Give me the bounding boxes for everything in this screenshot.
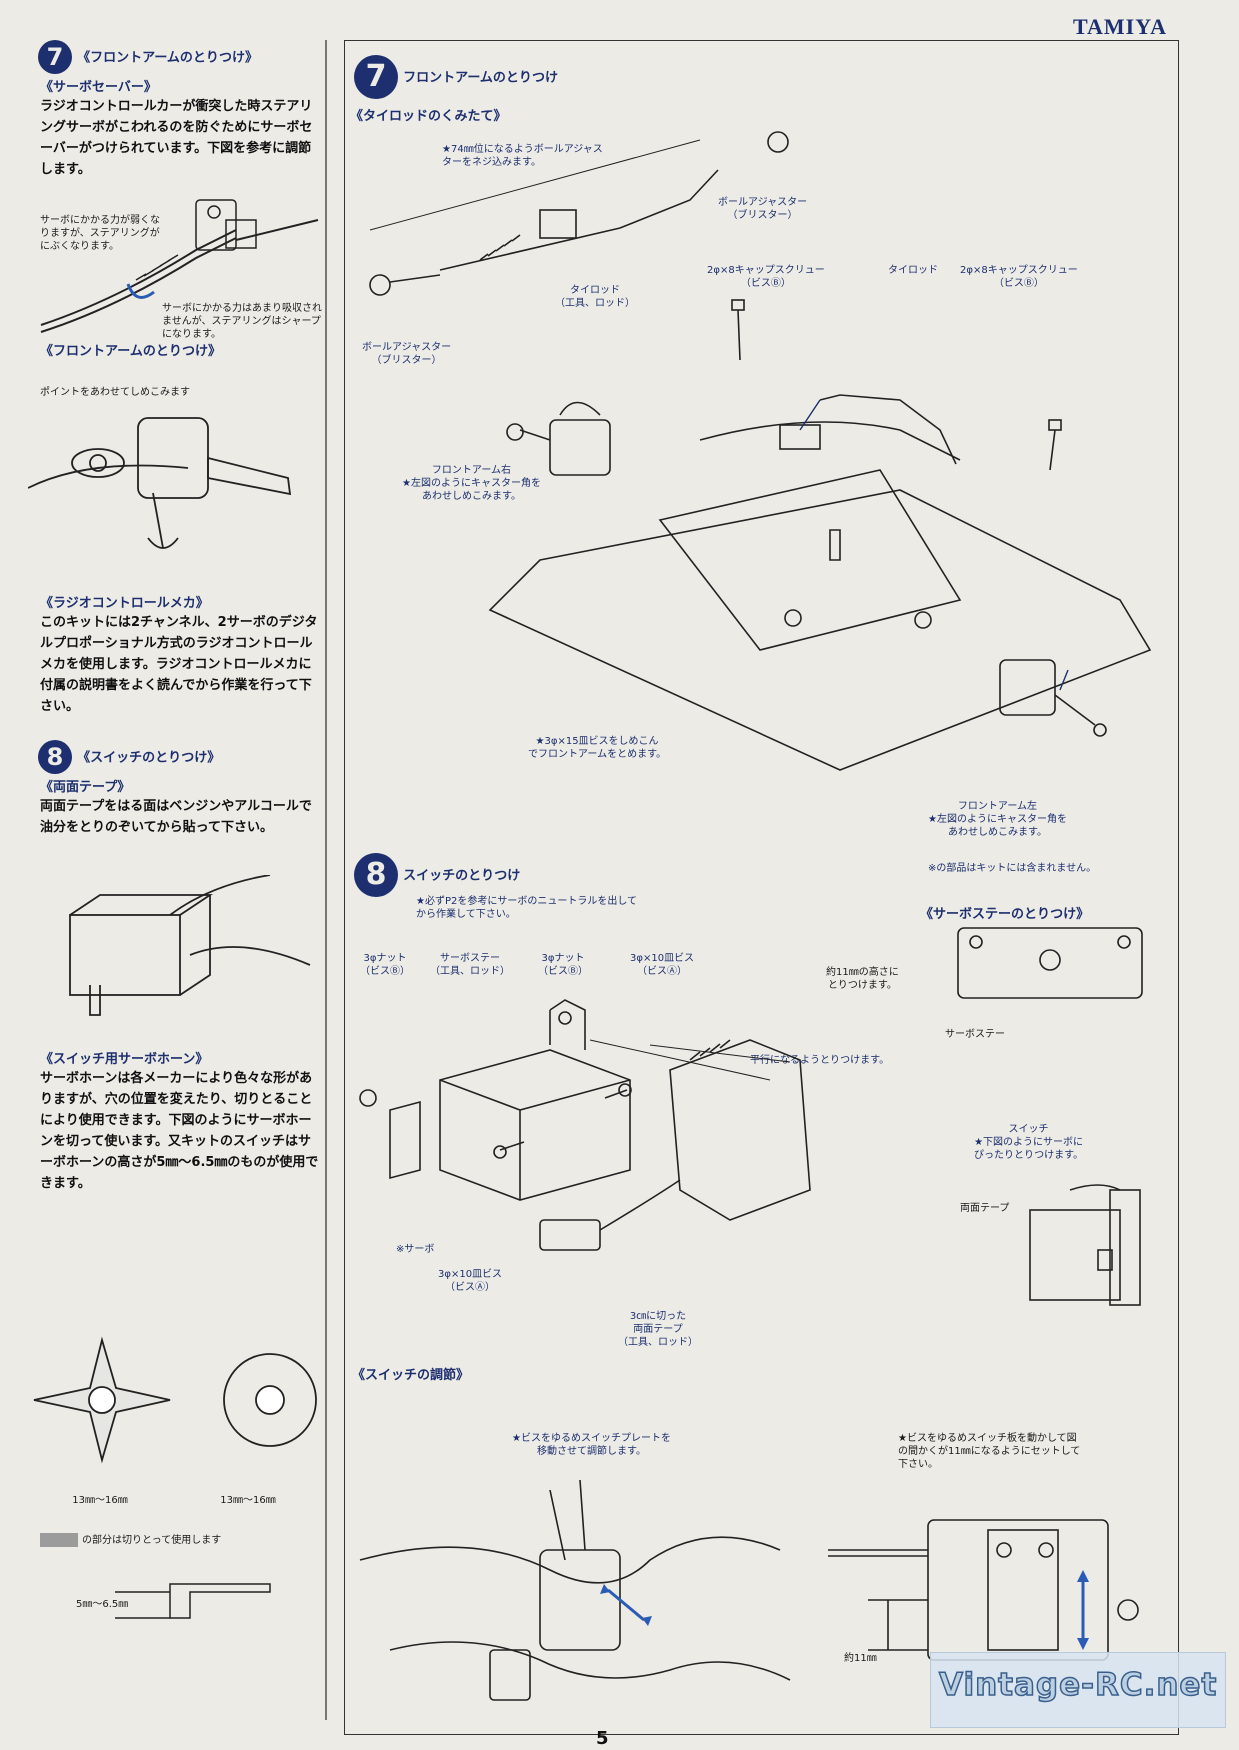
adjust-switch-illustration [828, 1470, 1148, 1670]
horn-text: サーボホーンは各メーカーにより色々な形がありますが、穴の位置を変えたり、切りとる… [40, 1071, 319, 1191]
watermark: Vintage-RC.net [930, 1652, 1226, 1728]
tape-heading: 《両面テープ》 [40, 780, 131, 795]
cut-note-text: の部分は切りとって使用します [82, 1535, 222, 1546]
servo-saver-note-strong: サーボにかかる力はあまり吸収されませんが、ステアリングはシャープになります。 [162, 303, 322, 340]
watermark-text: Vintage-RC.net [938, 1666, 1218, 1704]
step-number-badge: 7 [38, 40, 72, 74]
servo-horn-illustration [30, 1336, 320, 1464]
horn-dim-2: 13㎜～16㎜ [220, 1495, 276, 1506]
step-title: フロントアームのとりつけ [403, 70, 559, 86]
step-number-badge: 8 [354, 853, 398, 897]
servo-saver-text: ラジオコントロールカーが衝突した時ステアリングサーボがこわれるのを防ぐためにサー… [40, 99, 313, 177]
servo-stay-illustration [950, 922, 1150, 1004]
step7-right-header: 7 フロントアームのとりつけ [354, 55, 558, 99]
step-title: 《フロントアームのとりつけ》 [77, 50, 259, 66]
servo-saver-heading: 《サーボセーバー》 [40, 80, 157, 95]
radio-text: このキットには2チャンネル、2サーボのデジタルプロポーショナル方式のラジオコント… [40, 615, 318, 714]
front-arm-note: ポイントをあわせてしめこみます [40, 387, 190, 398]
adjust-hands-illustration [350, 1460, 810, 1730]
ball-adjuster-label-1: ボールアジャスター （ブリスター） [718, 197, 808, 221]
front-arm-illustration [28, 398, 323, 588]
adjust-heading: 《スイッチの調節》 [352, 1368, 470, 1383]
switch-side-illustration [1010, 1180, 1150, 1310]
brand-logo: TAMIYA [1072, 14, 1167, 39]
cut-area-swatch [40, 1533, 78, 1547]
horn-height: 5㎜～6.5㎜ [76, 1599, 129, 1610]
servo-stay-heading: 《サーボステーのとりつけ》 [920, 907, 1090, 922]
horn-dim-1: 13㎜～16㎜ [72, 1495, 128, 1506]
not-included-note: ※の部品はキットには含まれません。 [928, 863, 1097, 874]
tierod-heading: 《タイロッドのくみたて》 [350, 109, 507, 124]
tape-text: 両面テープをはる面はベンジンやアルコールで油分をとりのぞいてから貼って下さい。 [40, 799, 312, 835]
step-number-badge: 7 [354, 55, 398, 99]
page-number: 5 [596, 1728, 609, 1749]
note-74mm: ★74㎜位になるようボールアジャスターをネジ込みます。 [442, 144, 603, 168]
cap-screw-label-2: 2φ×8キャップスクリュー （ビスⒷ） [960, 265, 1078, 289]
parallel-note: 平行になるようとりつけます。 [750, 1055, 890, 1066]
gap-11-label: 約11㎜ [844, 1653, 877, 1664]
instruction-frame [344, 40, 1179, 1735]
cap-screw-label-1: 2φ×8キャップスクリュー （ビスⒷ） [707, 265, 825, 289]
neutral-note: ★必ずP2を参考にサーボのニュートラルを出して から作業して下さい。 [416, 896, 638, 920]
horn-heading: 《スイッチ用サーボホーン》 [40, 1052, 209, 1067]
servo-stay-label: サーボステー （工具、ロッド） [430, 953, 510, 977]
tierod-label-2: タイロッド [888, 265, 938, 276]
screw-10a-label: 3φ×10皿ビス （ビスⒶ） [630, 953, 695, 977]
nut-label-1: 3φナット （ビスⒷ） [360, 953, 410, 977]
front-arm-right-label: フロントアーム右 ★左図のようにキャスター角を あわせしめこみます。 [402, 465, 541, 502]
step7-left-header: 7 《フロントアームのとりつけ》 [38, 40, 258, 74]
screw-15-note: ★3φ×15皿ビスをしめこん でフロントアームをとめます。 [528, 736, 667, 760]
front-arm-left-label: フロントアーム左 ★左図のようにキャスター角を あわせしめこみます。 [928, 801, 1067, 838]
column-divider [325, 40, 327, 1720]
horn-height-illustration [110, 1570, 280, 1640]
cut-note: の部分は切りとって使用します [40, 1533, 221, 1547]
switch-note: スイッチ ★下図のようにサーボに ぴったりとりつけます。 [974, 1124, 1084, 1161]
front-arm-assembly-illustration [360, 130, 1160, 810]
adjust-note-2: ★ビスをゆるめスイッチ板を動かして図 の間かくが11㎜になるようにセットして 下… [898, 1433, 1081, 1470]
adjust-note: ★ビスをゆるめスイッチプレートを 移動させて調節します。 [512, 1433, 671, 1457]
tierod-label: タイロッド （工具、ロッド） [555, 285, 635, 309]
step-title: 《スイッチのとりつけ》 [77, 750, 221, 766]
servo-saver-illustration [36, 180, 321, 340]
tape-3cm-label: 3㎝に切った 両面テープ （工具、ロッド） [618, 1311, 698, 1348]
servo-stay-bottom-label: サーボステー [945, 1029, 1005, 1040]
tape-illustration [50, 875, 320, 1025]
step-number-badge: 8 [38, 740, 72, 774]
nut-label-2: 3φナット （ビスⒷ） [538, 953, 588, 977]
ball-adjuster-label-2: ボールアジャスター （ブリスター） [362, 342, 452, 366]
servo-label: ※サーボ [396, 1244, 435, 1255]
step8-left-header: 8 《スイッチのとりつけ》 [38, 740, 220, 774]
step8-right-header: 8 スイッチのとりつけ [354, 853, 520, 897]
step-title: スイッチのとりつけ [403, 868, 521, 884]
front-arm-heading: 《フロントアームのとりつけ》 [40, 344, 221, 359]
screw-10b-label: 3φ×10皿ビス （ビスⒶ） [438, 1269, 503, 1293]
height-11-note: 約11㎜の高さに とりつけます。 [826, 967, 899, 991]
servo-saver-note-weak: サーボにかかる力が弱くなりますが、ステアリングがにぶくなります。 [40, 215, 160, 252]
double-tape-label: 両面テープ [960, 1203, 1010, 1214]
switch-assembly-illustration [350, 990, 870, 1290]
radio-heading: 《ラジオコントロールメカ》 [40, 596, 209, 611]
